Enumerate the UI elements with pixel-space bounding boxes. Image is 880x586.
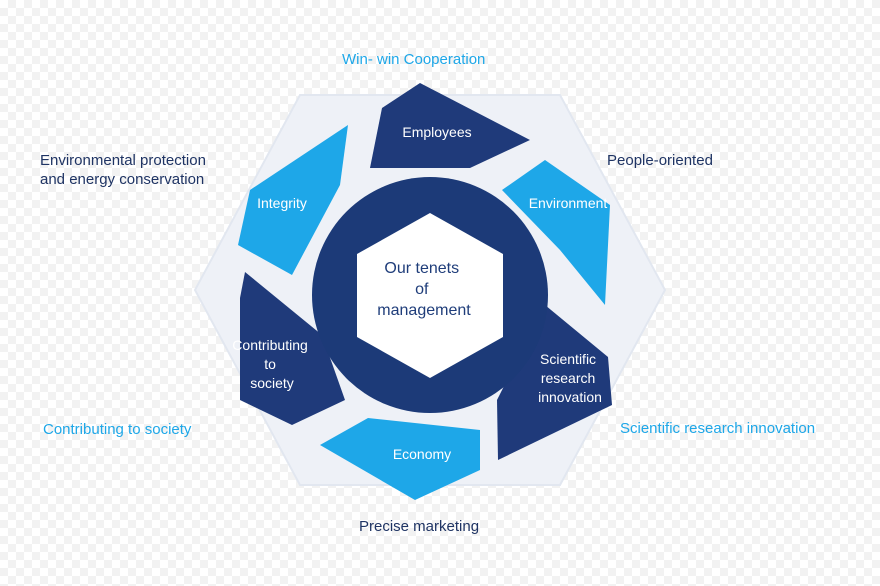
label-contributing-to-society: Contributing to society	[43, 421, 192, 438]
label-precise-marketing: Precise marketing	[359, 518, 480, 535]
segment-label-environment: Environment	[529, 195, 608, 211]
segment-environment	[502, 160, 610, 305]
segment-label-integrity: Integrity	[257, 195, 307, 211]
label-win-win-cooperation: Win- win Cooperation	[342, 51, 486, 68]
segment-label-scientific: Scientific research innovation	[538, 351, 602, 405]
segment-label-employees: Employees	[402, 124, 471, 140]
label-people-oriented: People-oriented	[607, 152, 713, 169]
segment-economy	[320, 418, 480, 500]
segment-employees	[370, 83, 530, 168]
segment-label-economy: Economy	[393, 446, 451, 462]
label-environmental-protection-line2: and energy conservation	[40, 171, 205, 188]
segment-contributing	[240, 272, 345, 425]
center-label: Our tenets of management	[377, 260, 471, 319]
center-hexagon	[357, 213, 503, 378]
segment-integrity	[238, 125, 348, 275]
label-environmental-protection-line1: Environmental protection	[40, 152, 206, 169]
segment-label-contributing: Contributing to society	[232, 337, 311, 391]
label-scientific-research-innovation: Scientific research innovation	[620, 420, 816, 437]
